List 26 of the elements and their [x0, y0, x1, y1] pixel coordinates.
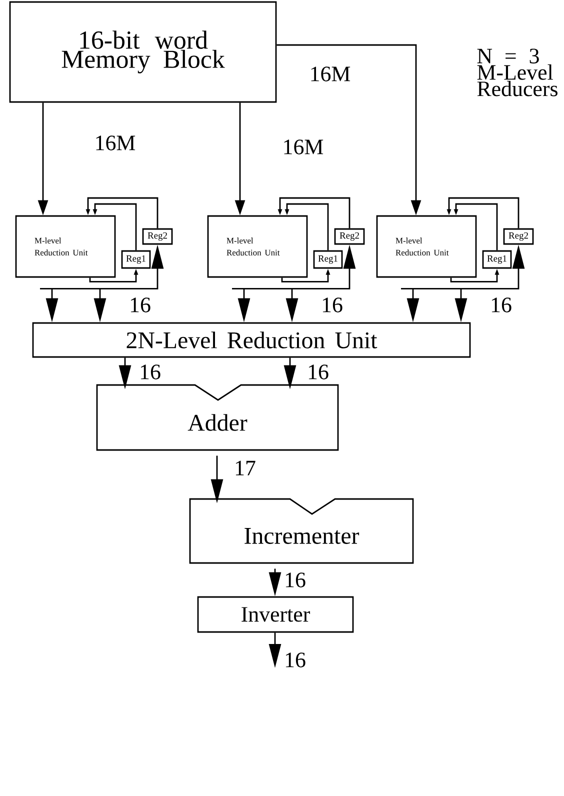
reduction-unit-box: M-level Reduction Unit [15, 215, 116, 278]
register-box: Reg2 [334, 228, 365, 245]
register-box: Reg2 [503, 228, 534, 245]
edge-label: 16 [492, 298, 512, 312]
incrementer-box: Incrementer [189, 498, 414, 564]
edge-label: 16M [284, 140, 324, 154]
edge-label: 16M [96, 136, 136, 150]
edge-label: 17 [236, 460, 256, 476]
edge-label: 16 [286, 572, 306, 588]
edge-label: 16 [322, 298, 342, 312]
register-box: Reg2 [142, 228, 173, 245]
register-box: Reg1 [313, 250, 343, 269]
edge-label: 16M [311, 66, 350, 82]
reduction-unit-box: M-level Reduction Unit [207, 215, 308, 278]
edge-label: 16 [308, 364, 328, 380]
register-box: Reg1 [482, 250, 512, 269]
reduction-unit-box: 2N-Level Reduction Unit [32, 322, 471, 358]
reduction-unit-box: M-level Reduction Unit [376, 215, 477, 278]
memory-block: 16-bit word Memory Block [9, 1, 277, 103]
edge-label: 16 [130, 298, 150, 312]
adder-box: Adder [96, 384, 339, 451]
register-box: Reg1 [121, 250, 151, 269]
inverter-box: Inverter [197, 596, 354, 633]
note-text: N = 3 M-Level Reducers [477, 48, 558, 96]
edge-label: 16 [286, 652, 306, 668]
edge-label: 16 [140, 364, 160, 380]
